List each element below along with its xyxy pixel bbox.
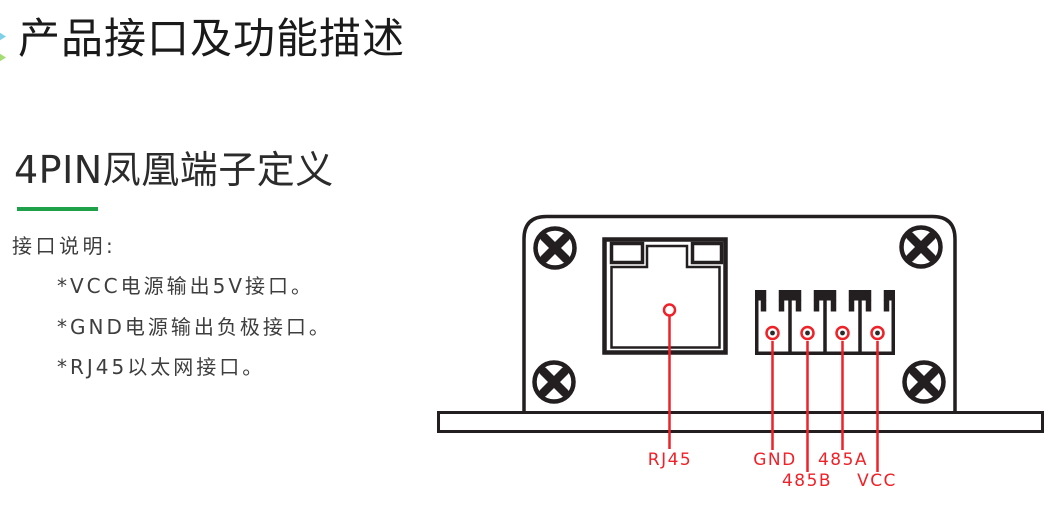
terminal-pin-485a: [835, 325, 850, 341]
terminal-pin-gnd: [765, 325, 780, 341]
title-bullet-icon: [0, 32, 6, 62]
interface-note-vcc: *VCC电源输出5V接口。: [57, 274, 315, 298]
chevron-cyan-icon: [0, 32, 6, 41]
terminal-block-4pin: [755, 287, 895, 355]
section-heading: 4PIN凤凰端子定义: [14, 148, 334, 192]
screw-icon: [532, 360, 576, 404]
chevron-green-icon: [0, 53, 6, 62]
rj45-latch-tab: [690, 241, 724, 265]
interface-notes-heading: 接口说明:: [12, 234, 117, 258]
label-485b: 485B: [781, 471, 833, 491]
rj45-port: [602, 237, 728, 355]
terminal-pin-485b: [800, 325, 815, 341]
callout-lines: [662, 303, 879, 472]
base-plate: [437, 411, 1044, 433]
screw-icon: [533, 226, 577, 270]
screw-icon: [899, 225, 943, 269]
label-vcc: VCC: [857, 471, 897, 491]
screw-icon: [902, 360, 946, 404]
rj45-callout-dot: [662, 303, 677, 317]
page-title: 产品接口及功能描述: [18, 14, 406, 63]
label-485a: 485A: [817, 450, 869, 470]
section-heading-underline: [17, 207, 98, 211]
terminal-pin-vcc: [870, 325, 885, 341]
interface-note-gnd: *GND电源输出负极接口。: [57, 315, 332, 339]
label-gnd: GND: [753, 450, 797, 470]
rj45-latch-tab: [609, 241, 645, 265]
interface-note-rj45: *RJ45以太网接口。: [57, 355, 266, 379]
label-rj45: RJ45: [647, 450, 693, 470]
